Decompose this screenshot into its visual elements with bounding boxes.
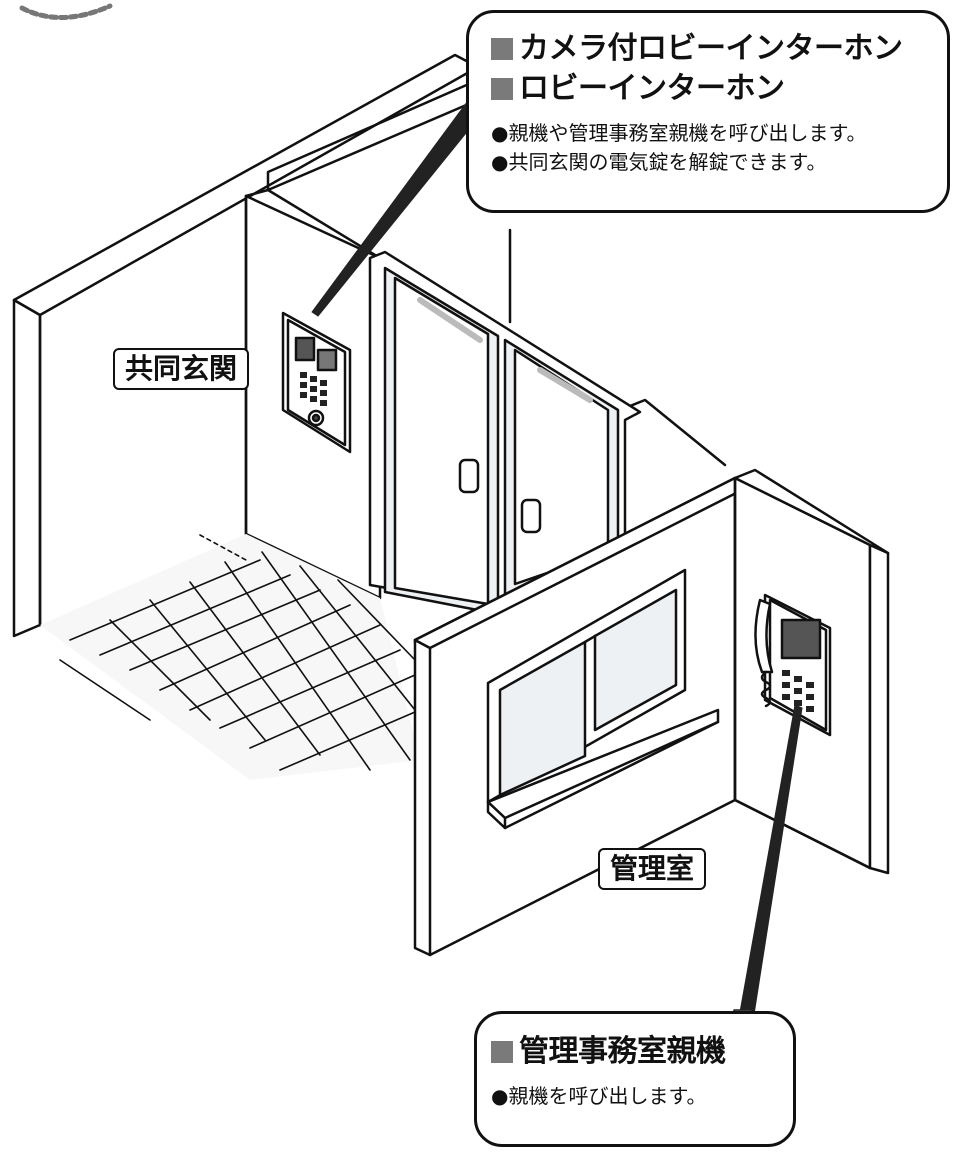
- entrance-glass-doors: [368, 250, 642, 632]
- lobby-intercom-icon: [281, 311, 352, 454]
- callout-title-lobby-intercom: ロビーインターホン: [519, 71, 785, 106]
- square-marker-icon: [491, 1041, 513, 1063]
- management-room-label: 管理室: [598, 848, 707, 890]
- callout-bullet-call-master: ●親機を呼び出します。: [491, 1084, 707, 1108]
- master-station-callout: 管理事務室親機 ●親機を呼び出します。: [474, 1011, 796, 1147]
- master-station-handset-icon: [754, 593, 832, 737]
- square-marker-icon: [491, 38, 513, 60]
- square-marker-icon: [491, 78, 513, 100]
- corner-marker-icon: [19, 3, 113, 20]
- callout-title-camera-lobby-intercom: カメラ付ロビーインターホン: [519, 31, 903, 66]
- entrance-label: 共同玄関: [113, 348, 250, 390]
- callout-bullet-unlock: ●共同玄関の電気錠を解錠できます。: [491, 150, 827, 174]
- lobby-floor-tiles: [40, 534, 420, 780]
- callout-bullet-call: ●親機や管理事務室親機を呼び出します。: [491, 121, 867, 145]
- management-window: [486, 568, 720, 830]
- callout-title-master-station: 管理事務室親機: [519, 1034, 726, 1069]
- lobby-intercom-callout: カメラ付ロビーインターホン ロビーインターホン ●親機や管理事務室親機を呼び出し…: [466, 10, 950, 213]
